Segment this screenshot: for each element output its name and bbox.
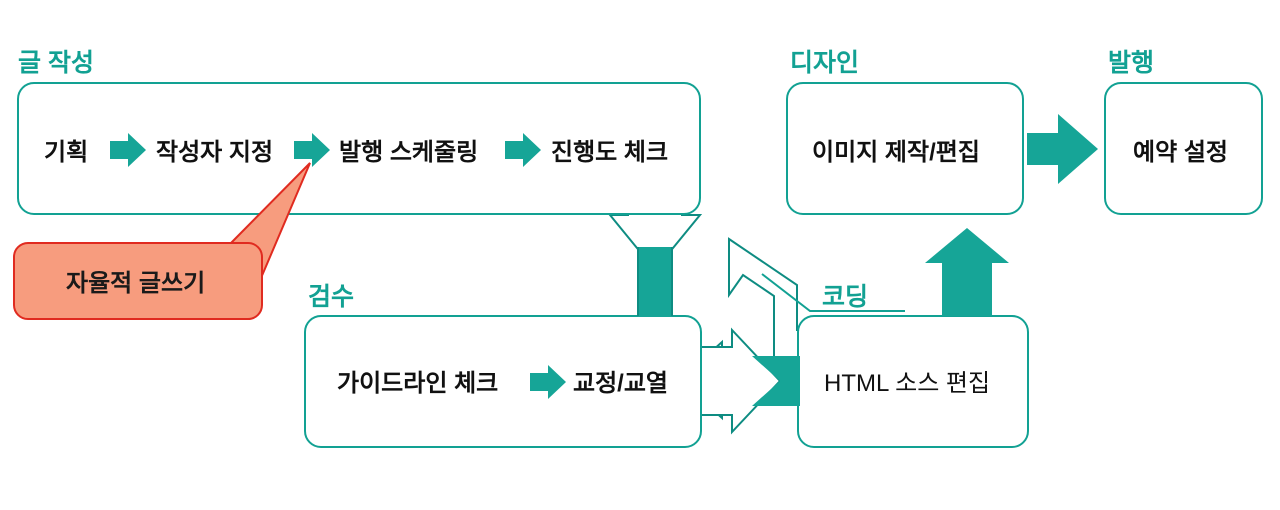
- step-proofreading: 교정/교열: [573, 370, 668, 397]
- box-review-steps: 가이드라인 체크 교정/교열: [337, 365, 668, 399]
- connector-writing-to-review-fill: [637, 247, 673, 317]
- box-publish[interactable]: [1104, 82, 1263, 215]
- step-html-source-edit: HTML 소스 편집: [824, 370, 990, 397]
- section-label-design: 디자인: [790, 49, 859, 77]
- box-design[interactable]: [786, 82, 1024, 215]
- step-progress-check: 진행도 체크: [551, 139, 668, 166]
- step-publish-scheduling: 발행 스케줄링: [339, 139, 478, 166]
- connector-coding-to-design: [925, 228, 1009, 316]
- connector-design-to-publish: [1027, 114, 1098, 184]
- section-label-coding: 코딩: [822, 283, 868, 311]
- arrow-right-icon: [505, 133, 541, 167]
- connector-review-to-coding-fill: [752, 356, 800, 406]
- arrow-right-icon: [294, 133, 330, 167]
- arrow-right-icon: [110, 133, 146, 167]
- coding-label-leader: [761, 273, 905, 312]
- step-reservation-setting: 예약 설정: [1133, 139, 1228, 166]
- callout-label: 자율적 글쓰기: [66, 270, 205, 297]
- section-label-publish: 발행: [1108, 49, 1154, 77]
- section-label-writing: 글 작성: [18, 49, 94, 77]
- arrow-right-icon: [530, 365, 566, 399]
- box-writing-steps: 기획 작성자 지정 발행 스케줄링 진행도 체크: [44, 133, 668, 167]
- box-review[interactable]: [304, 315, 702, 448]
- section-label-review: 검수: [308, 283, 354, 311]
- step-planning: 기획: [44, 139, 88, 166]
- step-image-production: 이미지 제작/편집: [812, 139, 980, 166]
- box-writing[interactable]: [17, 82, 701, 215]
- step-guideline-check: 가이드라인 체크: [337, 370, 498, 397]
- callout-autonomous-writing[interactable]: 자율적 글쓰기: [13, 162, 311, 320]
- step-assign-writer: 작성자 지정: [156, 139, 273, 166]
